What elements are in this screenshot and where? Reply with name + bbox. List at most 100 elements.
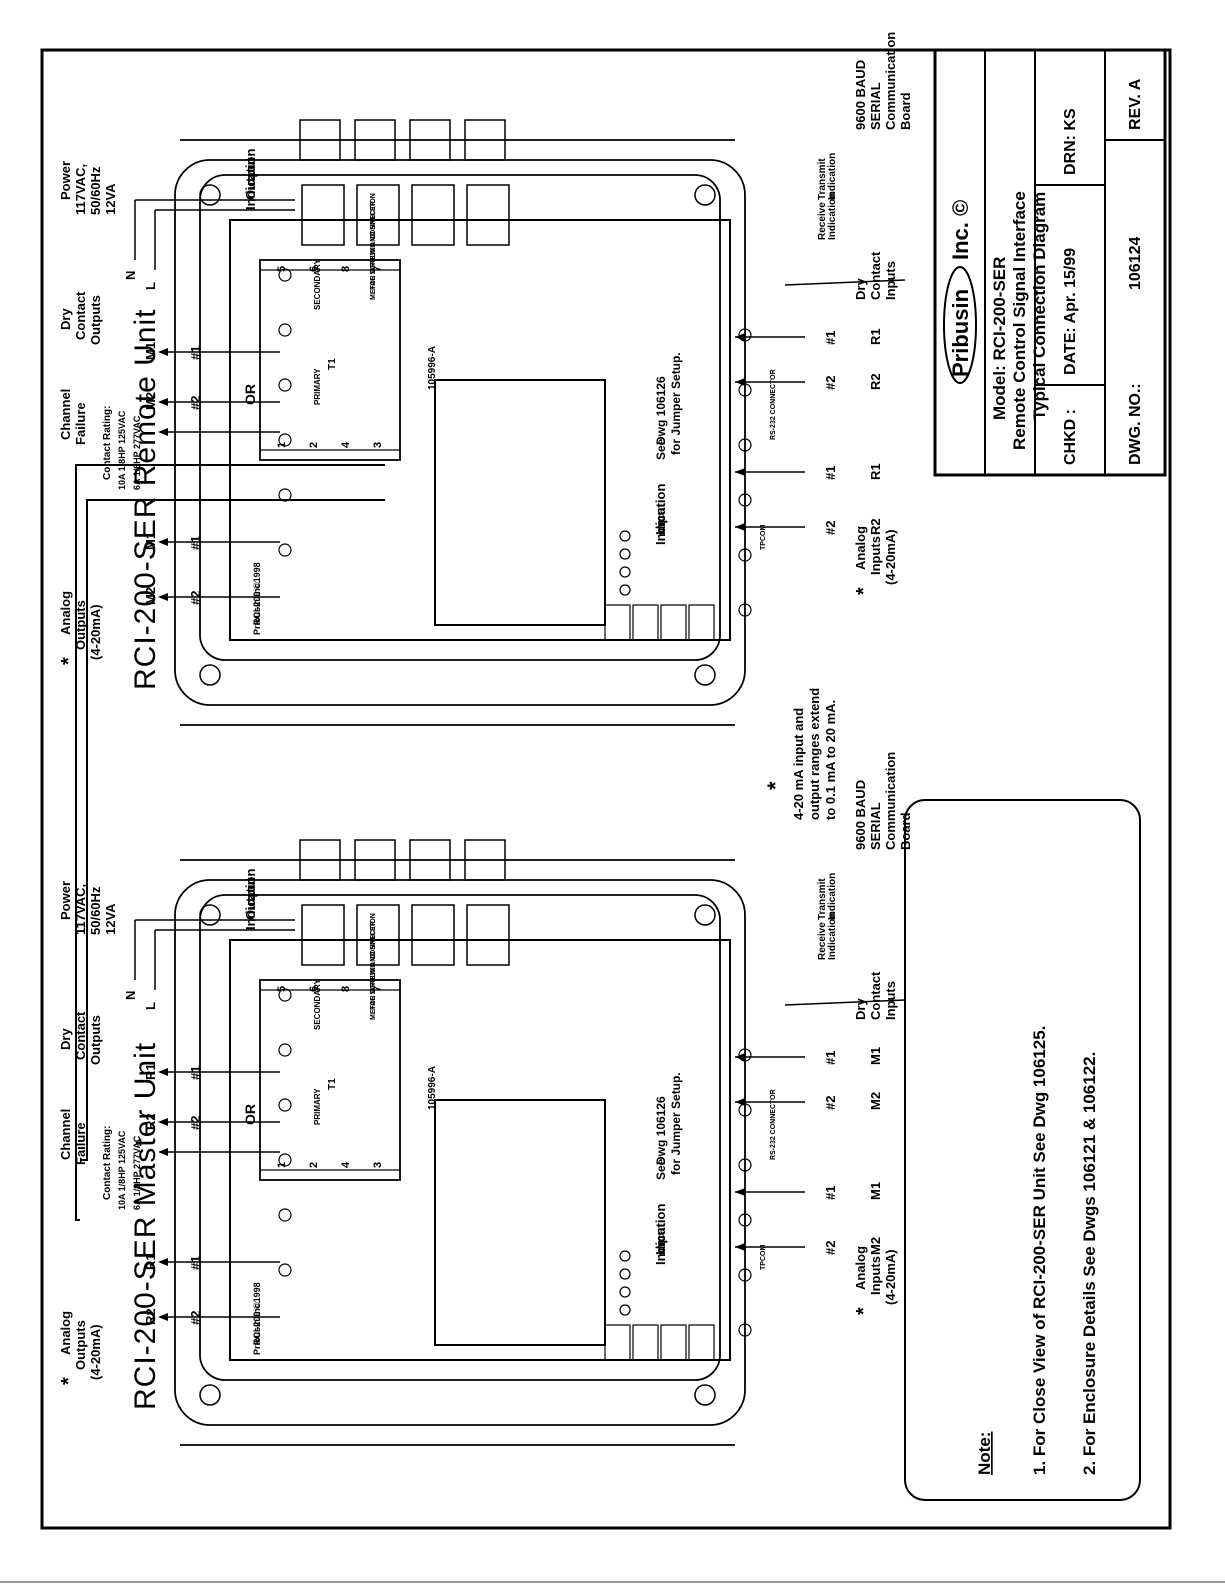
analog-in-1: M1 (868, 1182, 883, 1200)
terminal-block (299, 119, 341, 161)
output-arrow (158, 538, 168, 546)
terminal-block (409, 119, 451, 161)
screw (278, 433, 292, 447)
revision: REV. A (1127, 78, 1144, 130)
mount-hole (694, 1384, 716, 1406)
dry-in-h1: #1 (823, 331, 838, 345)
input-terminal (604, 1324, 631, 1361)
screw (738, 383, 752, 397)
test-point (619, 1250, 631, 1262)
input-terminal (660, 604, 687, 641)
main-pcb (229, 219, 731, 641)
screw (738, 1103, 752, 1117)
analog-in-label: (4-20mA) (883, 529, 898, 585)
dwg-label: DWG. NO.: (1127, 383, 1144, 465)
dry-in-2: R2 (868, 373, 883, 390)
pin-label: 5 (276, 266, 288, 272)
drn-field: DRN: KS (1062, 108, 1079, 175)
board-copyright: RCI-200 ©1998 (252, 1282, 262, 1345)
input-terminal (688, 1324, 715, 1361)
analog-in-label: Inputs (868, 1256, 883, 1295)
metal-screw-note: FOR GROUND CONNECTION (370, 913, 377, 1010)
analog-in-2: M2 (868, 1237, 883, 1255)
board-label: 9600 BAUD (853, 60, 868, 130)
test-point (619, 566, 631, 578)
board-label: Board (898, 92, 913, 130)
serial-cable (75, 464, 385, 1221)
input-terminal (632, 1324, 659, 1361)
terminal-block (299, 839, 341, 881)
output-arrow (158, 1258, 168, 1266)
dwg-setup-label: See (654, 1158, 668, 1180)
chkd-field: CHKD : (1062, 409, 1079, 465)
pin-label: 8 (340, 986, 352, 992)
screw (738, 1323, 752, 1337)
analog-in-star: * (853, 587, 875, 595)
power-l: L (143, 282, 158, 290)
analog-out-1: R1 (143, 1253, 158, 1270)
pin-label: 4 (340, 1161, 352, 1168)
range-note-star: * (763, 781, 788, 790)
screw (278, 1043, 292, 1057)
dwg-setup-label: Dwg 106126 (654, 376, 668, 445)
transmit-label: Indication (827, 153, 838, 200)
screw (278, 1098, 292, 1112)
dry-in-2: M2 (868, 1092, 883, 1110)
output-arrow (158, 593, 168, 601)
mount-hole (694, 184, 716, 206)
part-number: 105996-A (427, 1066, 438, 1110)
dry-out-label: Contact (73, 291, 88, 340)
analog-in-label: Inputs (868, 536, 883, 575)
dry-out-h1: #1 (188, 1066, 203, 1080)
receive-label: Receive (817, 202, 828, 240)
terminal-block (464, 839, 506, 881)
mount-hole (694, 904, 716, 926)
output-arrow (158, 428, 168, 436)
output-indication-label: Indication (243, 149, 258, 210)
enclosure-inner (199, 894, 721, 1381)
serial-comm-board (434, 379, 606, 626)
output-arrow (158, 1068, 168, 1076)
power-l: L (143, 1002, 158, 1010)
transmit-label: Indication (827, 873, 838, 920)
note-title: Note: (975, 1432, 994, 1475)
receive-label: Indication (827, 193, 838, 240)
company-suffix: Inc. © (948, 200, 973, 260)
screw (278, 543, 292, 557)
input-arrow (735, 333, 745, 341)
mount-hole (199, 664, 221, 686)
note-item-1: 1. For Close View of RCI-200-SER Unit Se… (1030, 1026, 1049, 1475)
model-field: Model: RCI-200-SER (990, 257, 1009, 420)
output-indication-label: Indication (243, 869, 258, 930)
metal-screw-note: METAL SCREW AND SPACER (370, 921, 377, 1020)
transformer-t1: T1 (327, 1078, 338, 1090)
notes-box: Note: 1. For Close View of RCI-200-SER U… (904, 799, 1141, 1501)
analog-out-1: M1 (143, 532, 158, 550)
screw (738, 603, 752, 617)
pin-label: 3 (372, 442, 384, 448)
output-indication-label: Output (243, 157, 258, 200)
relay-4 (466, 904, 510, 966)
output-arrow (158, 1313, 168, 1321)
dwg-number: 106124 (1127, 237, 1144, 290)
pin-label: 6 (308, 266, 320, 272)
dwg-setup-label: Dwg 106126 (654, 1096, 668, 1165)
analog-in-label: Analog (853, 526, 868, 570)
screw (738, 1158, 752, 1172)
input-terminal (660, 1324, 687, 1361)
screw (738, 548, 752, 562)
rs232-label: RS-232 CONNECTOR (770, 1089, 777, 1160)
dry-out-h1: #1 (188, 346, 203, 360)
contact-rating-1: 10A 1/8HP 125VAC (117, 1130, 127, 1210)
dry-in-h2: #2 (823, 376, 838, 390)
company-name: Pribusin (948, 289, 973, 377)
receive-label: Receive (817, 922, 828, 960)
analog-in-1: R1 (868, 463, 883, 480)
power-va: 12VA (103, 903, 118, 935)
analog-out-label: Analog (58, 591, 73, 635)
spacer (784, 279, 906, 286)
power-voltage: 117VAC, (73, 164, 88, 215)
dry-out-1: R1 (143, 1063, 158, 1080)
